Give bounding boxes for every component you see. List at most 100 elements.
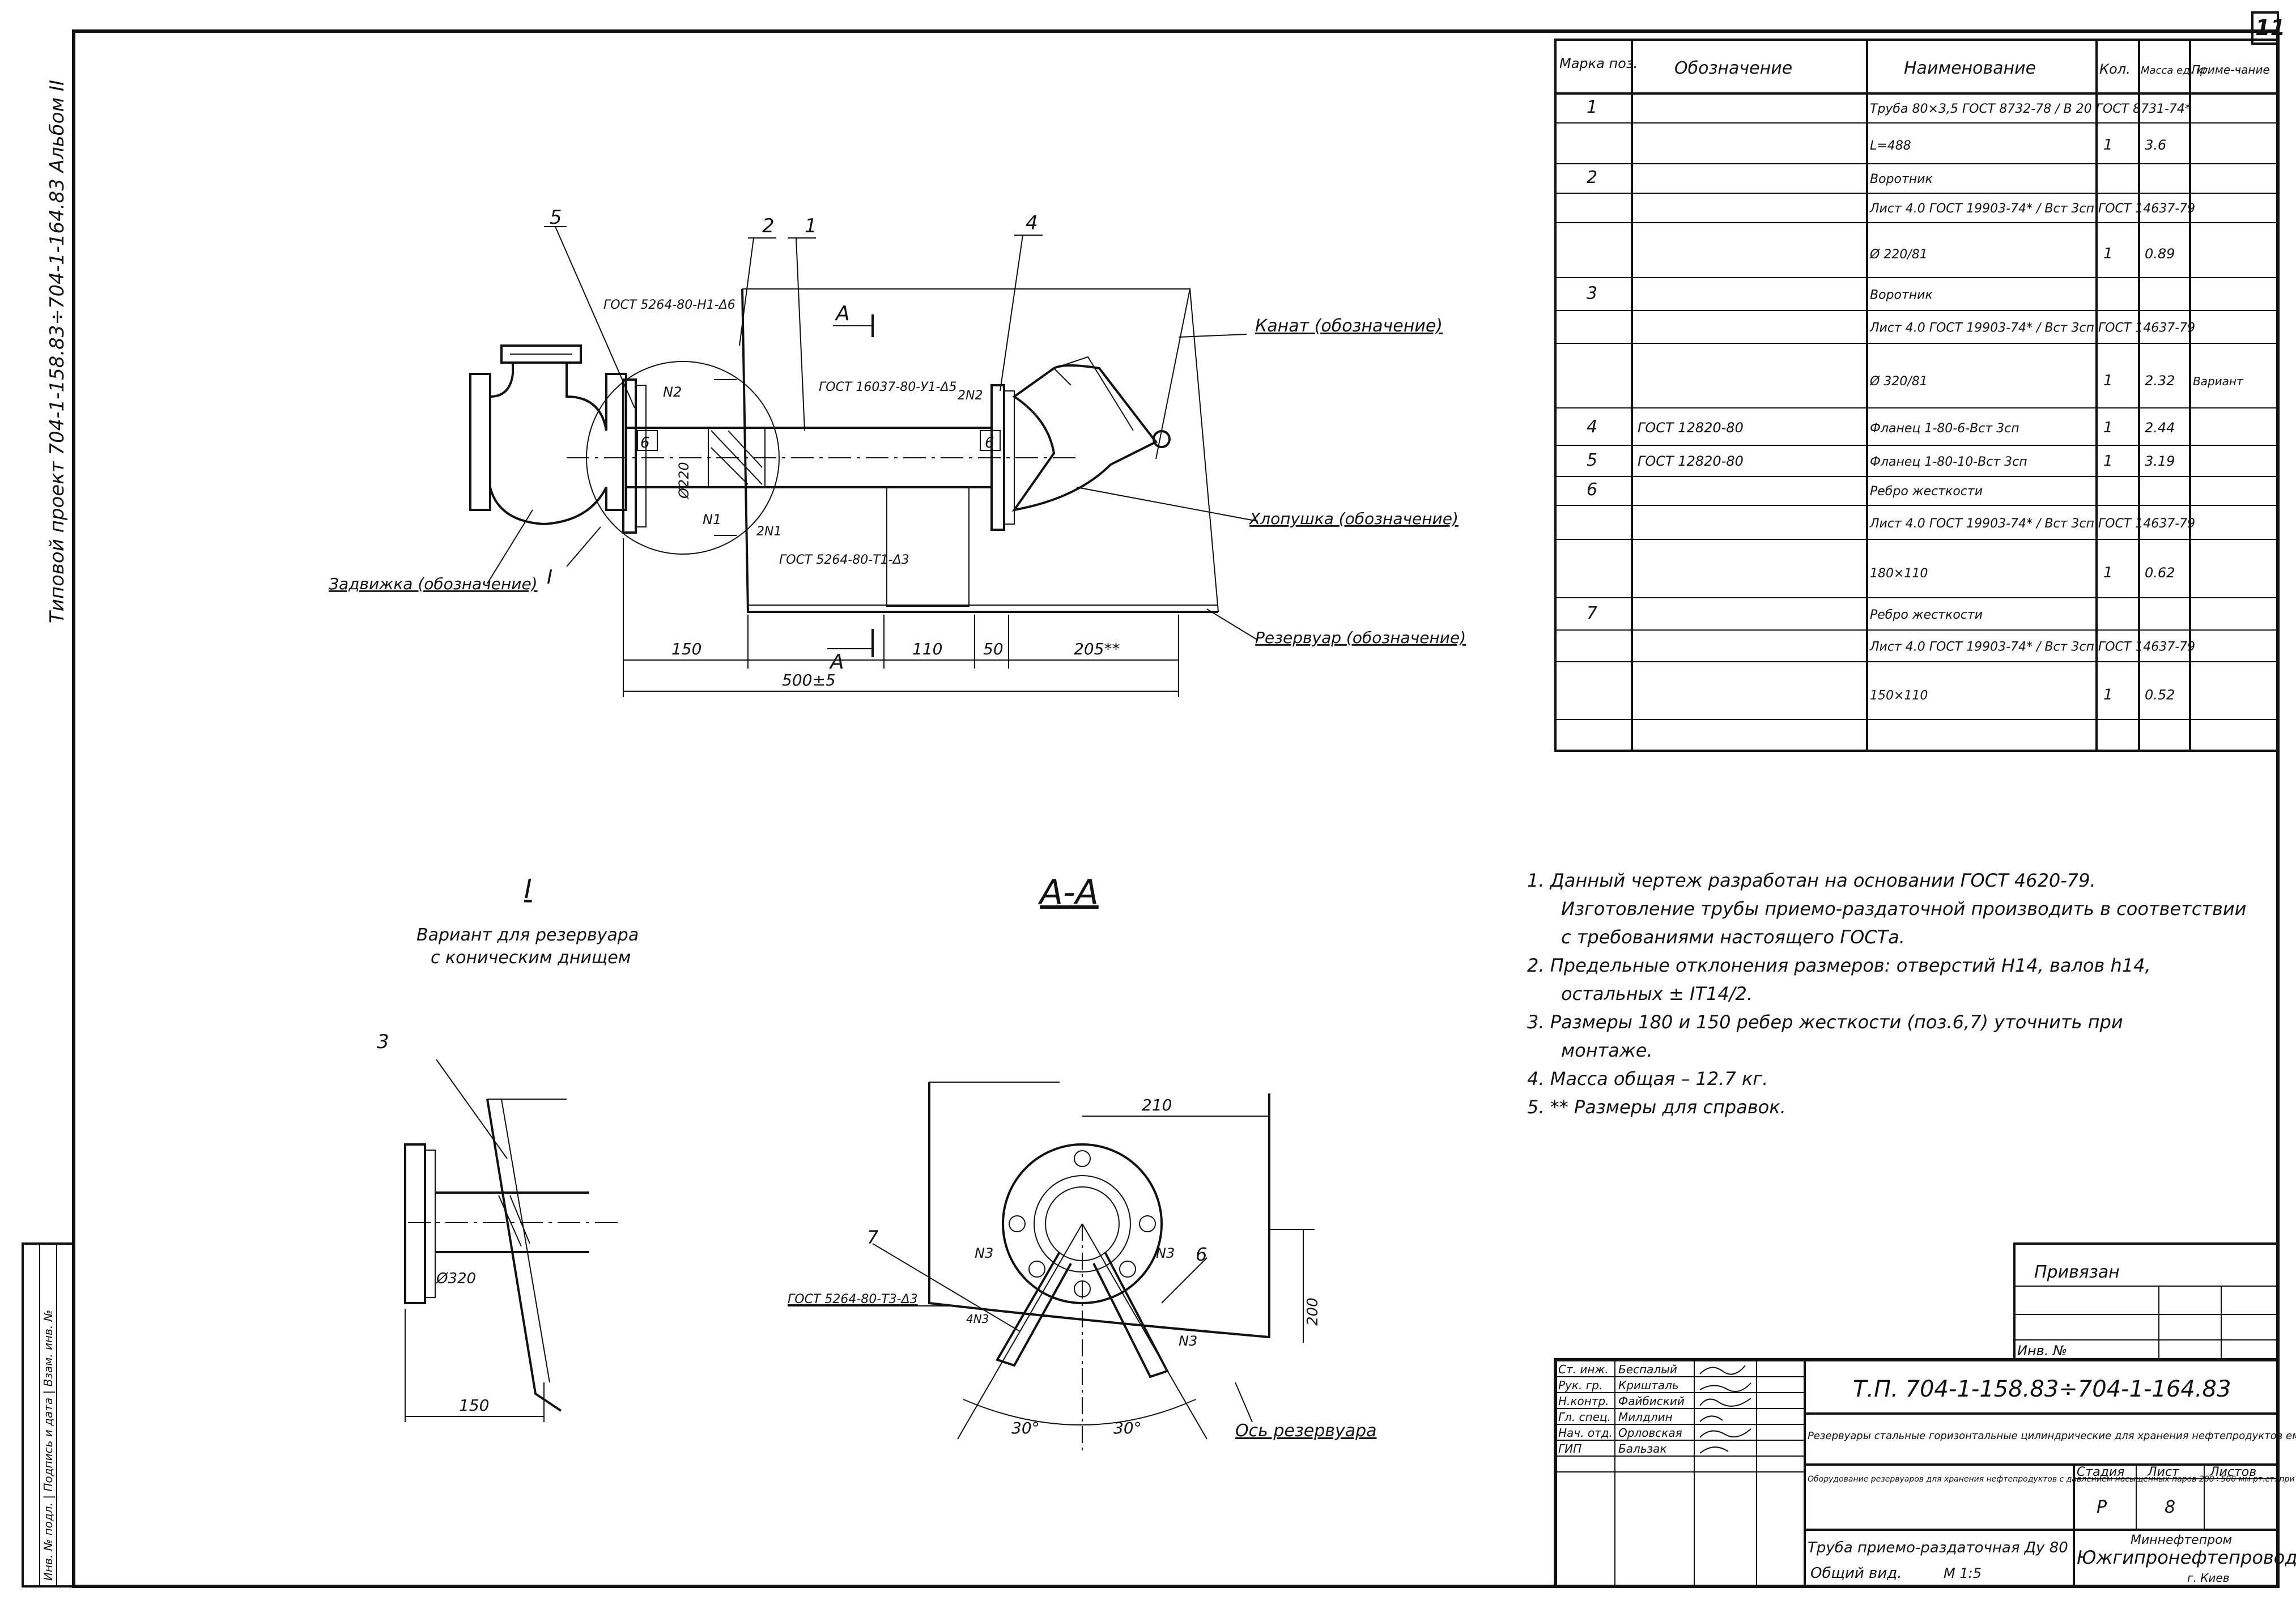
section-dim-200: 200 xyxy=(1304,1297,1321,1326)
project-code: Т.П. 704-1-158.83÷704-1-164.83 xyxy=(1853,1376,2231,1402)
weld-mark-2n1: 2N1 xyxy=(756,525,781,539)
spec-cell: 1 xyxy=(1587,97,1597,117)
org-line-3: г. Киев xyxy=(2187,1571,2230,1585)
name-4: Орловская xyxy=(1618,1426,1682,1440)
spec-cell: L=488 xyxy=(1870,139,1911,153)
notes-block: 1. Данный чертеж разработан на основании… xyxy=(1527,870,2246,1118)
spec-cell: 2.44 xyxy=(2145,420,2175,436)
role-1: Рук. гр. xyxy=(1558,1378,1602,1392)
spec-cell: Фланец 1-80-6-Вст 3сп xyxy=(1870,422,2019,436)
dim-150: 150 xyxy=(671,640,701,658)
flanges xyxy=(622,378,1015,536)
spec-cell: Лист 4.0 ГОСТ 19903-74* / Вст 3сп ГОСТ 1… xyxy=(1869,517,2195,531)
drawing-title-1: Труба приемо-раздаточная Ду 80 xyxy=(1808,1539,2068,1556)
spec-cell: ГОСТ 12820-80 xyxy=(1638,453,1744,469)
weld-mark-2n2: 2N2 xyxy=(958,389,983,403)
spec-cell: Вариант xyxy=(2193,374,2244,388)
stage-header: Стадия xyxy=(2077,1465,2124,1479)
weld-label-3: ГОСТ 5264-80-Т1-Δ3 xyxy=(779,553,909,567)
privyazan: Привязан xyxy=(2034,1262,2120,1282)
internal-box xyxy=(886,487,970,607)
spec-cell: 3.19 xyxy=(2145,453,2175,469)
spec-cell: 4 xyxy=(1587,417,1597,437)
spec-cell: Воротник xyxy=(1870,288,1933,303)
sheet-no: 8 xyxy=(2165,1497,2175,1517)
spec-cell: Фланец 1-80-10-Вст 3сп xyxy=(1870,455,2027,469)
section-angle-right: 30° xyxy=(1113,1419,1142,1437)
spec-cell: 1 xyxy=(2103,564,2113,581)
spec-cell: Воротник xyxy=(1870,172,1933,186)
diameter-label: Ø220 xyxy=(676,462,692,499)
axis-label: Ось резервуара xyxy=(1235,1421,1377,1441)
spec-cell: 7 xyxy=(1587,603,1597,623)
role-3: Гл. спец. xyxy=(1558,1410,1611,1424)
note-line: 3. Размеры 180 и 150 ребер жесткости (по… xyxy=(1527,1011,2123,1033)
spec-cell: 6 xyxy=(1587,480,1597,500)
org-line-1: Миннефтепром xyxy=(2131,1533,2232,1547)
detail-diameter: Ø320 xyxy=(436,1270,476,1287)
spec-header-name: Наименование xyxy=(1904,58,2036,78)
spec-cell: Ребро жесткости xyxy=(1870,608,1983,622)
spec-cell: 1 xyxy=(2103,245,2113,262)
spec-header-designation: Обозначение xyxy=(1674,58,1792,78)
spec-header-mark: Марка поз. xyxy=(1559,56,1638,71)
name-3: Милдлин xyxy=(1618,1410,1673,1424)
part6-label-left: 6 xyxy=(640,435,650,452)
spec-cell: Лист 4.0 ГОСТ 19903-74* / Вст 3сп ГОСТ 1… xyxy=(1869,640,2195,654)
stage-value: Р xyxy=(2097,1497,2107,1517)
spec-cell: Труба 80×3,5 ГОСТ 8732-78 / В 20 ГОСТ 87… xyxy=(1870,102,2191,116)
inv-no: Инв. № xyxy=(2017,1343,2067,1359)
callout-1: 1 xyxy=(805,215,817,237)
section-dim-210: 210 xyxy=(1142,1096,1172,1114)
spec-cell: Ø 220/81 xyxy=(1869,248,1928,262)
spec-header-note: Приме-чание xyxy=(2192,63,2270,76)
flap xyxy=(1011,356,1171,512)
section-callout-6: 6 xyxy=(1196,1244,1207,1265)
spec-cell: 3.6 xyxy=(2145,137,2166,153)
role-4: Нач. отд. xyxy=(1558,1426,1613,1440)
signatures xyxy=(1699,1365,1751,1454)
detail-subtitle-2: с коническим днищем xyxy=(431,948,631,968)
reservoir-wall xyxy=(741,288,1219,613)
spec-cell: 3 xyxy=(1587,284,1597,304)
detail-view xyxy=(404,1059,623,1422)
section-markers xyxy=(827,314,874,657)
dim-205: 205** xyxy=(1074,640,1120,658)
spec-cell: 1 xyxy=(2103,453,2113,470)
leader-lines xyxy=(487,226,1258,641)
detail-subtitle-1: Вариант для резервуара xyxy=(416,925,639,945)
section-view xyxy=(788,1082,1315,1450)
part6-label-right: 6 xyxy=(985,435,994,452)
spec-cell: 1 xyxy=(2103,372,2113,389)
spec-cell: Ø 320/81 xyxy=(1869,374,1928,389)
sheet-header: Лист xyxy=(2147,1465,2180,1479)
spec-cell: 5 xyxy=(1587,450,1597,470)
name-0: Беспалый xyxy=(1618,1363,1677,1376)
name-2: Файбиский xyxy=(1618,1394,1685,1408)
dimension-lines xyxy=(623,538,1179,697)
spec-cell: 1 xyxy=(2103,419,2113,436)
section-callout-7: 7 xyxy=(867,1227,879,1248)
role-5: ГИП xyxy=(1558,1442,1581,1455)
detail-dim-150: 150 xyxy=(459,1396,489,1415)
weld-label-1: ГОСТ 5264-80-Н1-Δ6 xyxy=(603,298,735,312)
section-letter-top: А xyxy=(835,302,850,325)
drawing-title-2: Общий вид. xyxy=(1810,1565,1902,1582)
role-0: Ст. инж. xyxy=(1558,1363,1609,1376)
callout-5: 5 xyxy=(550,206,562,229)
spec-cell: Ребро жесткости xyxy=(1870,484,1983,499)
note-line: 2. Предельные отклонения размеров: отвер… xyxy=(1527,955,2151,976)
spec-cell: Лист 4.0 ГОСТ 19903-74* / Вст 3сп ГОСТ 1… xyxy=(1869,202,2195,216)
spec-cell: 1 xyxy=(2103,137,2113,154)
dim-50: 50 xyxy=(983,640,1004,658)
spec-cell: 180×110 xyxy=(1870,567,1928,581)
dim-110: 110 xyxy=(912,640,942,658)
detail-callout-3: 3 xyxy=(377,1031,389,1053)
leader-roman: I xyxy=(547,566,552,589)
section-weld-n3-1: N3 xyxy=(975,1245,993,1261)
name-1: Кришталь xyxy=(1618,1378,1679,1392)
section-title: А-А xyxy=(1038,873,1099,912)
org-line-2: Южгипронефтепровод xyxy=(2077,1547,2296,1568)
main-view xyxy=(469,226,1258,697)
